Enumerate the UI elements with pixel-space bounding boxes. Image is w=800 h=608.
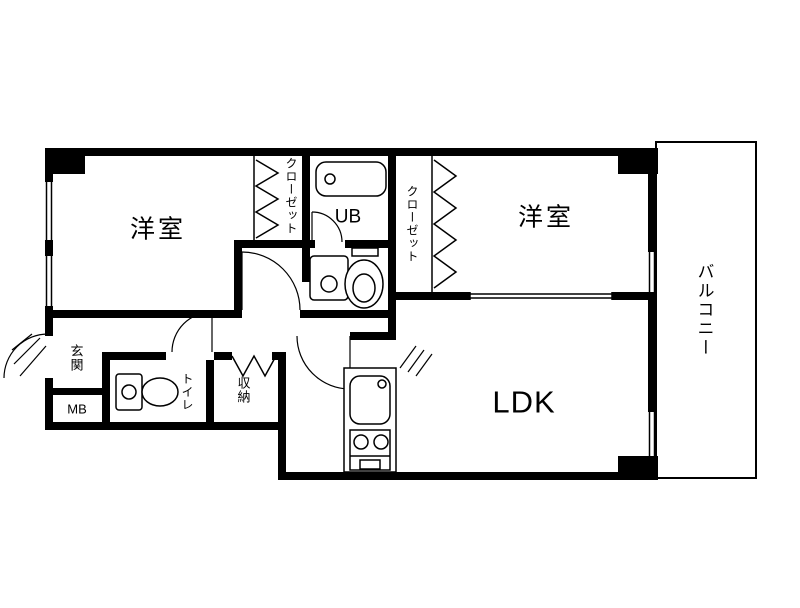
label-storage: 収納 xyxy=(235,376,251,404)
kitchen-counter xyxy=(343,367,397,473)
toilet-door-arc xyxy=(171,311,213,353)
unit-bath-door-arc xyxy=(311,211,343,243)
window-left-lower xyxy=(45,256,53,306)
entrance-door-arc xyxy=(3,333,49,379)
label-entrance: 玄関 xyxy=(68,344,84,372)
label-bedroom-top-left: 洋室 xyxy=(129,215,187,244)
label-bedroom-top-right: 洋室 xyxy=(517,203,575,232)
vanity-sink xyxy=(344,247,384,309)
label-unit-bath: UB xyxy=(334,206,362,228)
closet-right-folding-door xyxy=(432,159,458,289)
label-closet-right: クローゼット xyxy=(405,185,419,263)
label-toilet: トイレ xyxy=(180,372,194,412)
storage-folding-door xyxy=(231,354,277,378)
ldk-door-arc xyxy=(296,335,351,390)
walls xyxy=(45,148,658,480)
label-ldk: LDK xyxy=(492,384,556,420)
window-right-bedroom xyxy=(648,252,656,298)
sliding-door-bedroom2-ldk xyxy=(469,292,613,300)
windows xyxy=(45,182,656,456)
stove xyxy=(349,429,391,471)
fixtures xyxy=(115,161,397,473)
label-balcony: バルコニー xyxy=(694,262,714,358)
bathtub xyxy=(315,161,387,197)
door-arcs xyxy=(3,211,433,390)
toilet-fixture xyxy=(115,373,179,411)
partition-lines xyxy=(253,156,433,292)
window-left-upper xyxy=(45,182,53,240)
entrance-hatch xyxy=(11,333,47,377)
label-closet-left: クローゼット xyxy=(284,157,298,235)
folding-doors xyxy=(231,159,458,378)
closet-left-folding-door xyxy=(254,159,280,239)
washing-machine-pan xyxy=(309,255,349,301)
window-right-ldk xyxy=(648,412,656,456)
label-meter-box: MB xyxy=(67,401,87,417)
refrigerator-hatch xyxy=(399,345,433,377)
washroom-door-arc xyxy=(241,251,301,311)
kitchen-sink xyxy=(349,375,391,425)
